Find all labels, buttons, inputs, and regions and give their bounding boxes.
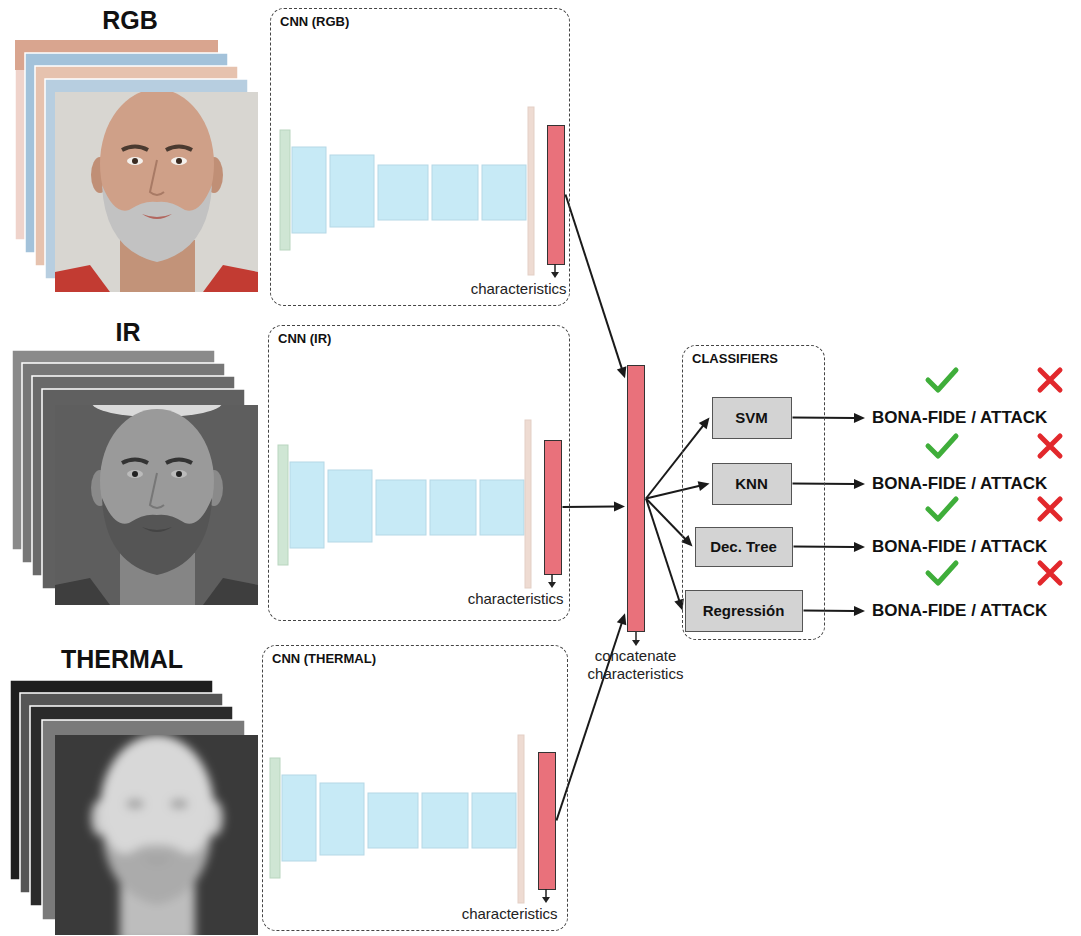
arrow-head <box>699 418 710 430</box>
pointer-line <box>554 264 556 273</box>
pointer-head <box>632 640 640 646</box>
connector-line <box>563 506 616 508</box>
decision-output: BONA-FIDE / ATTACK <box>872 599 1050 623</box>
vector-label: characteristics <box>471 280 567 298</box>
decision-label: BONA-FIDE / ATTACK <box>872 535 1050 559</box>
feature-vector: characteristics <box>538 752 556 890</box>
decision-output: BONA-FIDE / ATTACK <box>872 472 1050 496</box>
pointer-arrow <box>549 264 561 280</box>
connector-arrow <box>566 195 627 379</box>
group-title: CLASSIFIERS <box>692 351 778 366</box>
modality-heading: IR <box>28 318 228 346</box>
feature-vector: characteristics <box>544 440 562 575</box>
classifier-box: KNN <box>712 463 792 505</box>
classifier-box: Regressión <box>685 590 803 632</box>
connector-arrow <box>646 499 684 611</box>
modality-heading: THERMAL <box>22 645 222 673</box>
connector-arrow <box>793 413 866 423</box>
cnn-layers <box>278 420 531 588</box>
cnn-layers <box>270 735 524 903</box>
vector-label: concatenate characteristics <box>577 647 695 683</box>
arrow-head <box>854 479 865 489</box>
modality-heading: RGB <box>30 6 230 34</box>
connector-line <box>646 499 679 601</box>
cnn-box: CNN (IR) characteristics <box>268 325 570 621</box>
decision-label: BONA-FIDE / ATTACK <box>872 599 1050 623</box>
pointer-head <box>548 582 556 588</box>
decision-label: BONA-FIDE / ATTACK <box>872 472 1050 496</box>
group-title: CNN (IR) <box>278 331 331 346</box>
arrow-head <box>854 413 865 423</box>
arrow-head <box>614 502 625 512</box>
concat-vector: concatenate characteristics <box>627 365 645 632</box>
cnn-box: CNN (THERMAL) characteristics <box>262 645 568 931</box>
connector-line <box>804 610 856 612</box>
classifier-name: KNN <box>735 475 768 492</box>
group-title: CNN (RGB) <box>280 14 349 29</box>
connector-arrow <box>793 479 866 489</box>
connector-line <box>646 486 700 499</box>
pointer-line <box>545 889 547 898</box>
pointer-line <box>551 574 553 583</box>
arrow-head <box>854 606 865 616</box>
classifier-group: CLASSIFIERS SVM KNN Dec. TreeRegressión <box>682 345 825 640</box>
classifier-box: SVM <box>712 397 792 439</box>
classifier-box: Dec. Tree <box>695 527 793 567</box>
cnn-box: CNN (RGB) characteristics <box>270 8 570 306</box>
decision-label: BONA-FIDE / ATTACK <box>872 406 1050 430</box>
pointer-line <box>635 632 637 641</box>
connector-arrow <box>794 542 866 552</box>
feature-vector: characteristics <box>547 125 565 265</box>
pointer-head <box>551 272 559 278</box>
connector-arrow <box>563 502 626 512</box>
vector-label: characteristics <box>468 590 564 608</box>
arrow-head <box>854 542 865 552</box>
pointer-arrow <box>630 632 642 648</box>
decision-output: BONA-FIDE / ATTACK <box>872 406 1050 430</box>
connector-line <box>566 195 622 369</box>
vector-label: characteristics <box>462 905 558 923</box>
connector-arrow <box>646 481 710 498</box>
connector-arrow <box>557 613 627 820</box>
pointer-arrow <box>546 574 558 590</box>
connector-line <box>646 425 703 498</box>
pointer-arrow <box>540 889 552 905</box>
rgb-photo-stack <box>15 40 258 292</box>
pointer-head <box>542 897 550 903</box>
thermal-photo-stack <box>10 680 258 936</box>
connector-arrow <box>646 418 710 499</box>
connector-arrow <box>804 606 866 616</box>
group-title: CNN (THERMAL) <box>272 651 376 666</box>
connector-line <box>793 483 856 485</box>
classifier-name: Regressión <box>703 602 785 619</box>
connector-line <box>793 417 856 419</box>
classifier-name: Dec. Tree <box>710 538 777 555</box>
classifier-name: SVM <box>735 409 768 426</box>
cnn-layers <box>280 107 534 275</box>
ir-photo-stack <box>12 350 258 605</box>
decision-output: BONA-FIDE / ATTACK <box>872 535 1050 559</box>
